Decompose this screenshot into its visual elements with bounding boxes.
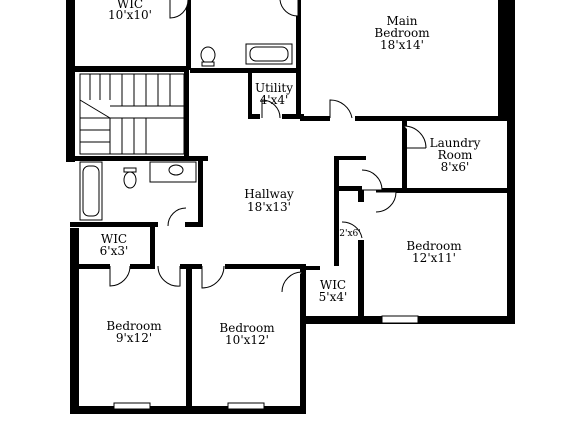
main-bath-toilet xyxy=(200,46,216,64)
doors xyxy=(109,0,427,293)
wic-top-name: WIC xyxy=(117,0,143,11)
bedroom-mid-size: 10'x12' xyxy=(225,333,269,347)
laundry-name-2: Room xyxy=(438,148,473,162)
room-labels: WIC 10'x10' Main Bedroom 18'x14' Utility… xyxy=(100,0,481,347)
windows xyxy=(113,315,419,410)
closet-size: 2'x6' xyxy=(339,229,360,239)
laundry-size: 8'x6' xyxy=(441,160,470,174)
wic-top-size: 10'x10' xyxy=(108,8,152,22)
main-bedroom-name-2: Bedroom xyxy=(374,26,430,40)
bedroom-left-name: Bedroom xyxy=(106,319,162,333)
laundry-name-1: Laundry xyxy=(430,136,481,150)
hallway-name: Hallway xyxy=(244,187,294,201)
wic-left-name: WIC xyxy=(101,232,127,246)
bedroom-right-size: 12'x11' xyxy=(412,251,456,265)
toilet xyxy=(123,171,137,189)
wic-mid-size: 5'x4' xyxy=(319,290,348,304)
bedroom-right-name: Bedroom xyxy=(406,239,462,253)
utility-size: 4'x4' xyxy=(260,93,289,107)
hallway-size: 18'x13' xyxy=(247,200,291,214)
bedroom-left-size: 9'x12' xyxy=(116,331,152,345)
main-bedroom-size: 18'x14' xyxy=(380,38,424,52)
wic-left-size: 6'x3' xyxy=(100,244,129,258)
main-bedroom-name-1: Main xyxy=(386,14,417,28)
bathroom-fixtures xyxy=(79,43,293,221)
staircase xyxy=(79,73,185,155)
bedroom-mid-name: Bedroom xyxy=(219,321,275,335)
utility-name: Utility xyxy=(255,81,293,95)
wic-mid-name: WIC xyxy=(320,278,346,292)
